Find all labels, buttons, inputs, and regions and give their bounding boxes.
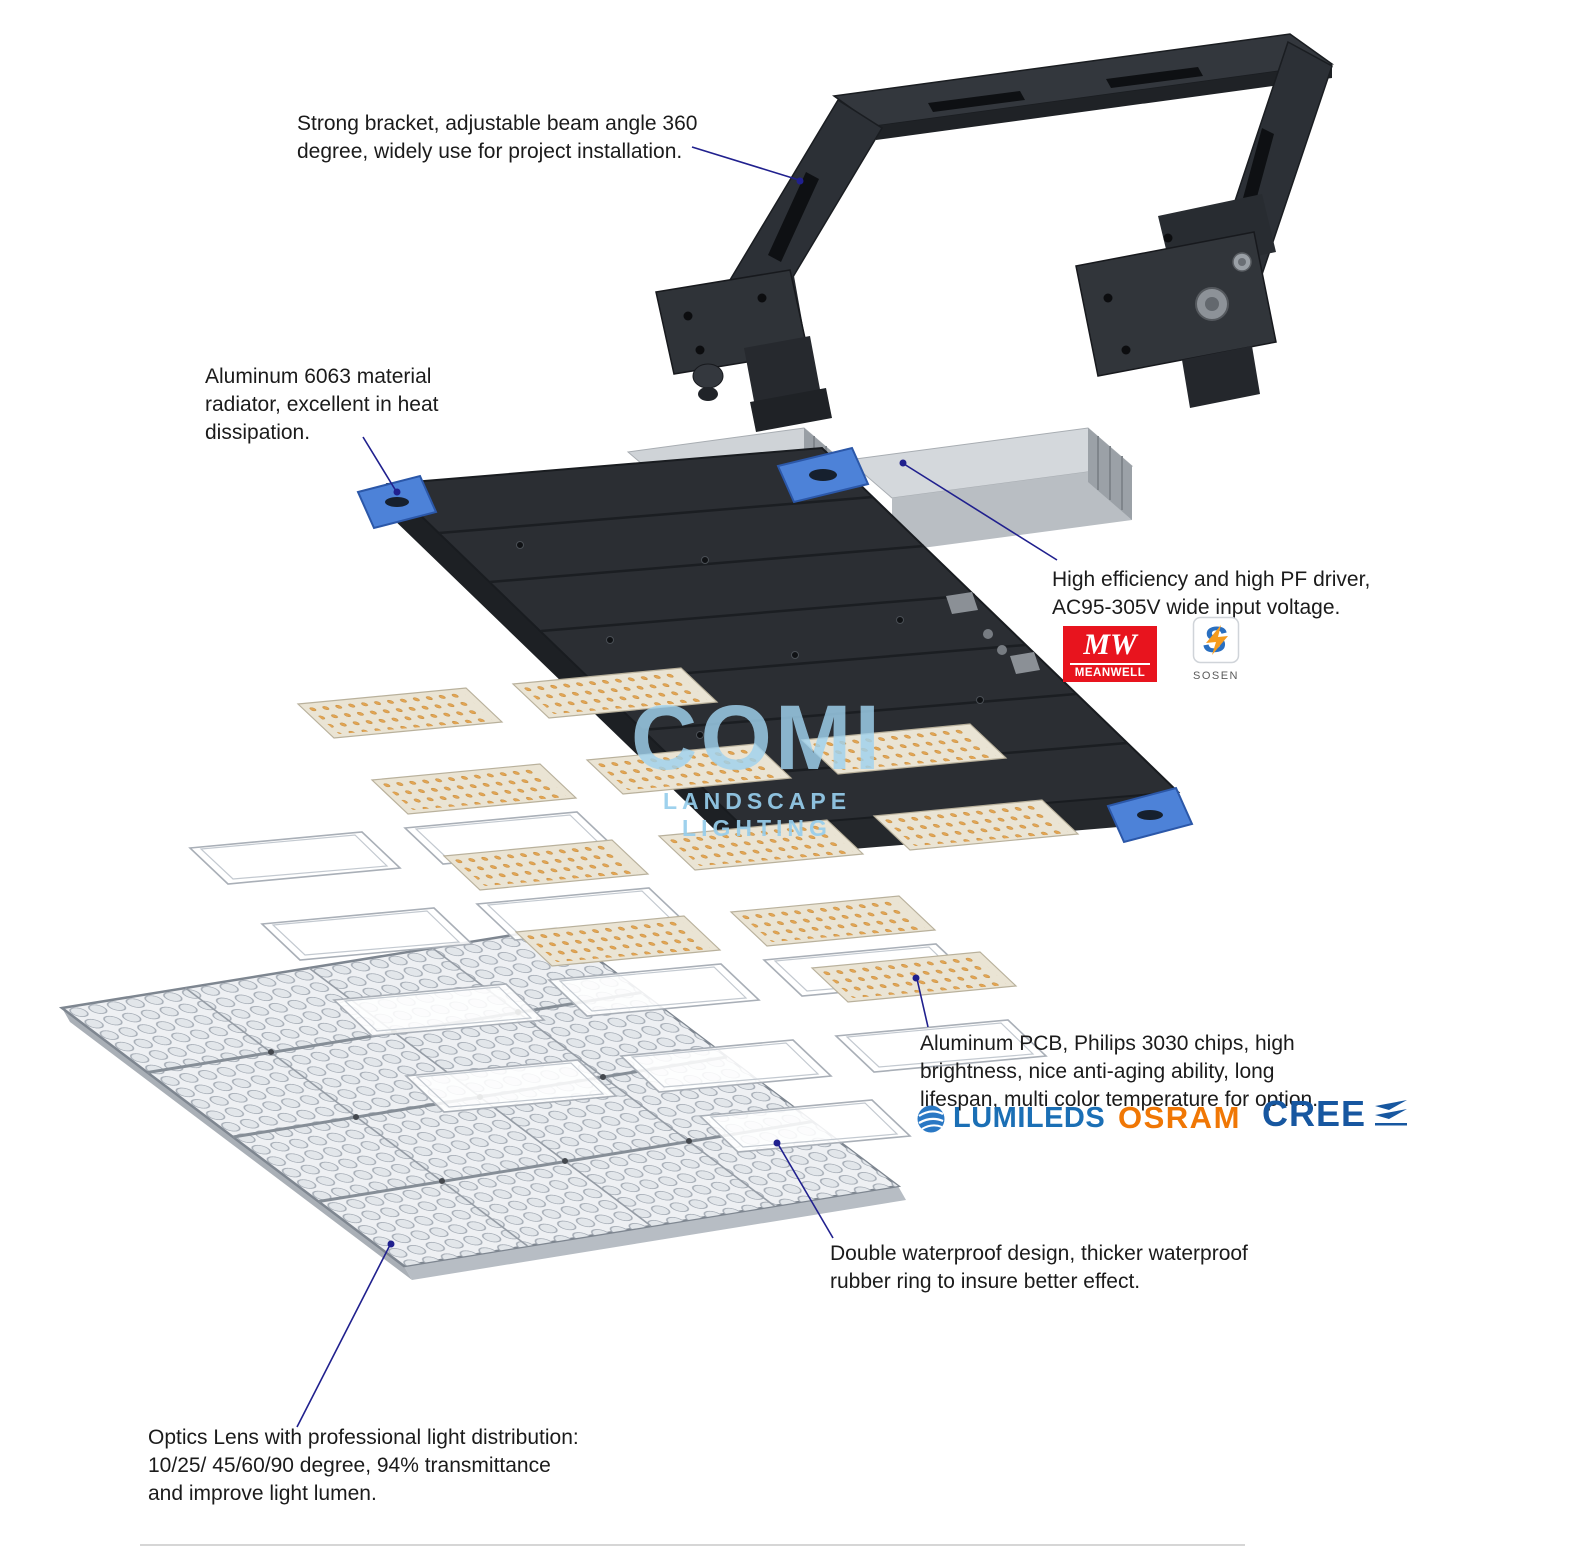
lumileds-logo: LUMILEDS (916, 1102, 1105, 1135)
meanwell-logo: MW MEANWELL (1063, 626, 1157, 682)
annotation-pcb: Aluminum PCB, Philips 3030 chips, high b… (920, 1032, 1319, 1112)
osram-logo: OSRAM (1118, 1100, 1241, 1136)
annotation-waterproof: Double waterproof design, thicker waterp… (830, 1242, 1248, 1294)
cree-logo: CREE (1262, 1096, 1410, 1132)
bottom-divider (140, 1544, 1245, 1546)
mounting-bracket (655, 33, 1334, 432)
corner-handle-top (776, 446, 870, 504)
lumileds-globe-icon (917, 1105, 945, 1132)
callout-dot-radiator (393, 488, 401, 496)
meanwell-name: MEANWELL (1070, 663, 1150, 679)
sosen-mark-icon: S (1192, 616, 1240, 664)
callout-dot-lens (387, 1240, 395, 1248)
corner-handle-right (1106, 786, 1194, 844)
meanwell-mark: MW (1083, 628, 1137, 661)
sosen-logo: S SOSEN (1190, 616, 1242, 682)
annotation-driver: High efficiency and high PF driver, AC95… (1052, 568, 1371, 620)
callout-line-radiator (362, 436, 397, 492)
annotation-lens: Optics Lens with professional light dist… (148, 1426, 579, 1506)
osram-name: OSRAM (1118, 1100, 1241, 1135)
sosen-bolt-icon (1206, 625, 1228, 655)
cree-name: CREE (1262, 1093, 1367, 1134)
callout-lines (296, 146, 1058, 1428)
callout-line-driver (903, 463, 1058, 561)
callout-dot-bracket (796, 177, 804, 185)
callout-line-bracket (691, 146, 800, 181)
callout-line-lens (296, 1244, 391, 1428)
lumileds-name: LUMILEDS (953, 1102, 1106, 1134)
sosen-name: SOSEN (1192, 670, 1239, 682)
corner-handle-left (356, 474, 438, 530)
cree-mark-icon (1375, 1100, 1408, 1126)
callout-dot-pcb (912, 974, 920, 982)
annotation-bracket: Strong bracket, adjustable beam angle 36… (297, 112, 698, 164)
callout-dot-driver (899, 459, 907, 467)
callout-line-waterproof (777, 1143, 834, 1239)
callout-line-pcb (916, 978, 929, 1028)
callout-dot-waterproof (773, 1139, 781, 1147)
annotation-radiator: Aluminum 6063 material radiator, excelle… (205, 365, 439, 445)
